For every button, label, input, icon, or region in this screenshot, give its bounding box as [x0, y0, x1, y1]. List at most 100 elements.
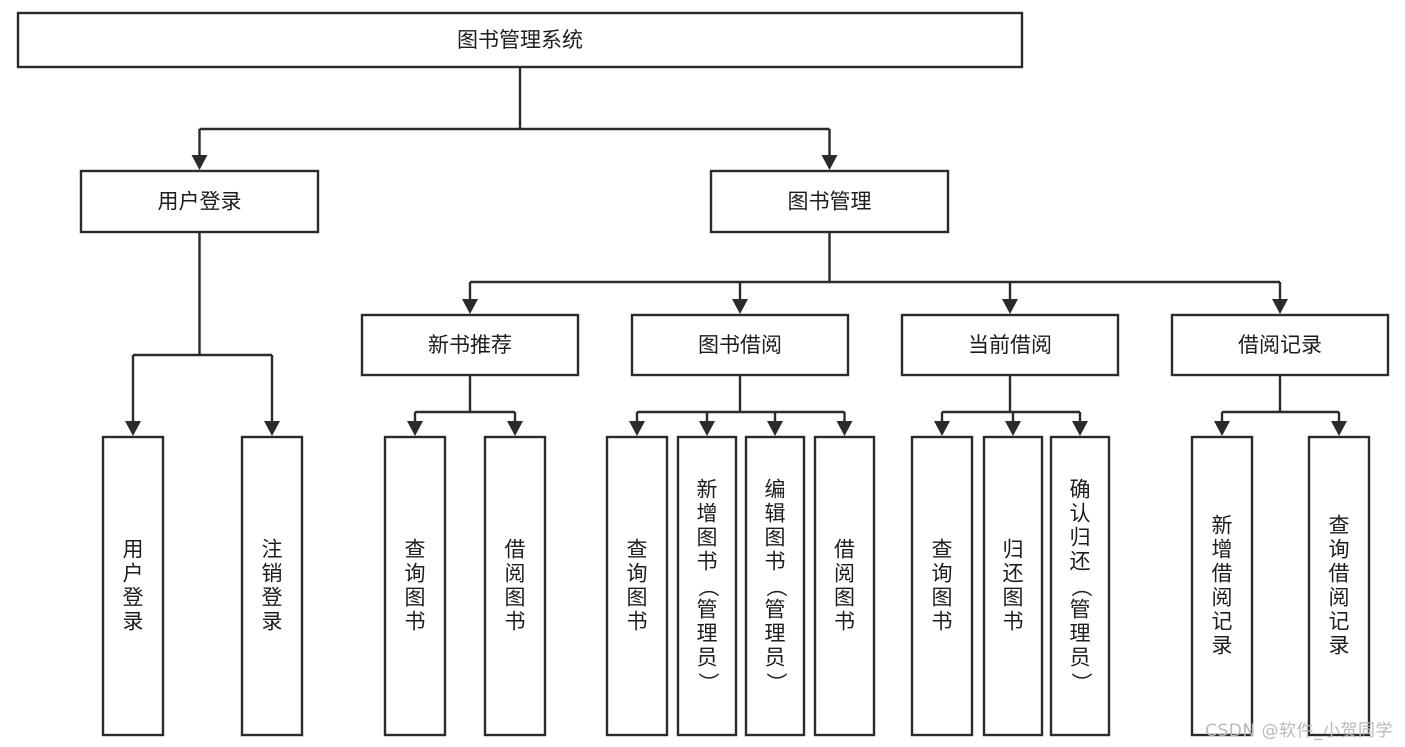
node-book-borrow[interactable]: 图书借阅	[630, 313, 850, 377]
node-box-leaf-query-record	[1307, 435, 1371, 737]
node-box-leaf-borrow-book-2	[813, 435, 876, 737]
svg-text:管: 管	[1070, 598, 1091, 622]
node-box-book-management	[709, 169, 950, 234]
edge-group-book-borrow	[629, 375, 853, 436]
svg-text:管: 管	[765, 598, 786, 622]
node-box-leaf-logout	[240, 435, 304, 737]
svg-text:阅: 阅	[1329, 586, 1350, 610]
node-leaf-user-login[interactable]: 用户登录	[101, 435, 165, 737]
node-box-root	[16, 11, 1024, 69]
svg-text:图: 图	[405, 586, 426, 610]
arrow-head-icon	[732, 299, 748, 314]
arrow-head-icon	[264, 421, 280, 436]
arrow-head-icon	[462, 299, 478, 314]
node-box-leaf-user-login	[101, 435, 165, 737]
node-box-leaf-query-book-1	[383, 435, 447, 737]
svg-text:录: 录	[1329, 634, 1350, 658]
arrow-head-icon	[191, 155, 208, 170]
node-label-root: 图书管理系统	[457, 28, 583, 52]
svg-text:查: 查	[627, 538, 648, 562]
svg-text:员: 员	[1070, 646, 1091, 670]
svg-text:查: 查	[1329, 514, 1350, 538]
node-borrow-record[interactable]: 借阅记录	[1170, 313, 1390, 377]
svg-text:确: 确	[1070, 478, 1091, 502]
edge-group-root	[191, 67, 838, 170]
arrow-head-icon	[1331, 421, 1347, 436]
arrow-head-icon	[836, 421, 853, 436]
node-label-book-borrow: 图书借阅	[698, 333, 782, 357]
node-label-borrow-record: 借阅记录	[1238, 333, 1322, 357]
node-box-leaf-return-book	[982, 435, 1044, 737]
node-label-user-login: 用户登录	[158, 190, 242, 214]
svg-text:还: 还	[1070, 550, 1091, 574]
csdn-watermark: CSDN @软件_小贺同学	[1205, 721, 1393, 741]
edge-group-new-book-recommend	[407, 375, 523, 436]
svg-text:借: 借	[1212, 562, 1233, 586]
node-box-borrow-record	[1170, 313, 1390, 377]
svg-text:注: 注	[262, 538, 283, 562]
edge-group-user-login	[125, 232, 280, 436]
svg-text:询: 询	[627, 562, 648, 586]
svg-text:录: 录	[1212, 634, 1233, 658]
node-box-user-login	[79, 169, 320, 234]
svg-text:还: 还	[1003, 562, 1024, 586]
svg-text:理: 理	[765, 622, 786, 646]
svg-text:查: 查	[932, 538, 953, 562]
node-book-management[interactable]: 图书管理	[709, 169, 950, 234]
svg-text:归: 归	[1070, 526, 1091, 550]
svg-text:图: 图	[932, 586, 953, 610]
svg-text:）: ）	[764, 672, 788, 693]
node-root[interactable]: 图书管理系统	[16, 11, 1024, 69]
svg-text:询: 询	[1329, 538, 1350, 562]
node-box-leaf-add-record	[1190, 435, 1254, 737]
svg-text:记: 记	[1329, 610, 1350, 634]
arrow-head-icon	[629, 421, 645, 436]
node-box-new-book-recommend	[360, 313, 580, 377]
node-label-book-management: 图书管理	[788, 190, 872, 214]
node-current-borrow[interactable]: 当前借阅	[900, 313, 1120, 377]
node-box-leaf-add-book	[676, 435, 738, 737]
arrow-head-icon	[125, 421, 141, 436]
svg-text:增: 增	[697, 502, 718, 526]
node-new-book-recommend[interactable]: 新书推荐	[360, 313, 580, 377]
node-box-leaf-edit-book	[744, 435, 806, 737]
svg-text:新: 新	[1212, 514, 1233, 538]
arrow-head-icon	[821, 155, 838, 170]
svg-text:书: 书	[627, 610, 648, 634]
node-label-current-borrow: 当前借阅	[968, 333, 1052, 357]
arrow-head-icon	[934, 421, 950, 436]
svg-text:阅: 阅	[834, 562, 855, 586]
node-label-new-book-recommend: 新书推荐	[428, 333, 512, 357]
edge-group-borrow-record	[1214, 375, 1347, 436]
svg-text:）: ）	[1069, 672, 1093, 693]
svg-text:理: 理	[697, 622, 718, 646]
node-user-login[interactable]: 用户登录	[79, 169, 320, 234]
svg-text:（: （	[764, 576, 788, 597]
svg-text:）: ）	[696, 672, 720, 693]
svg-text:阅: 阅	[1212, 586, 1233, 610]
arrow-head-icon	[767, 421, 783, 436]
node-box-current-borrow	[900, 313, 1120, 377]
node-box-leaf-borrow-book-1	[483, 435, 547, 737]
